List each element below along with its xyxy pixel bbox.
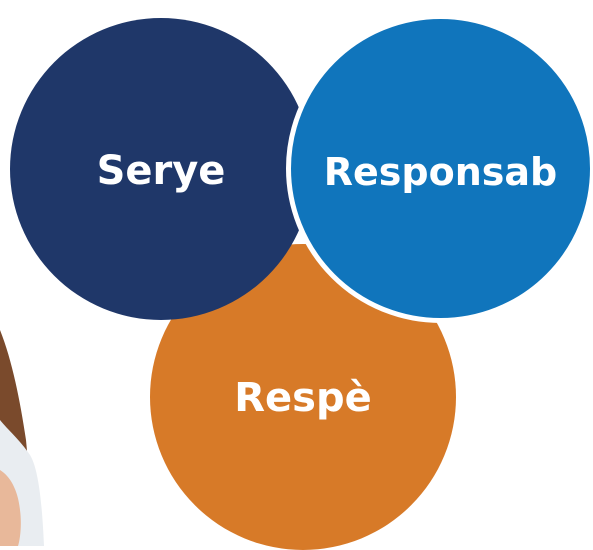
circle-responsab: Responsab <box>286 14 593 323</box>
circle-respe-label: Respè <box>234 375 372 421</box>
woman-photo-edge <box>0 330 44 546</box>
arm-shape <box>0 470 21 546</box>
circle-serye: Serye <box>10 18 312 320</box>
circle-serye-label: Serye <box>96 148 226 194</box>
circle-responsab-label: Responsab <box>323 149 558 194</box>
